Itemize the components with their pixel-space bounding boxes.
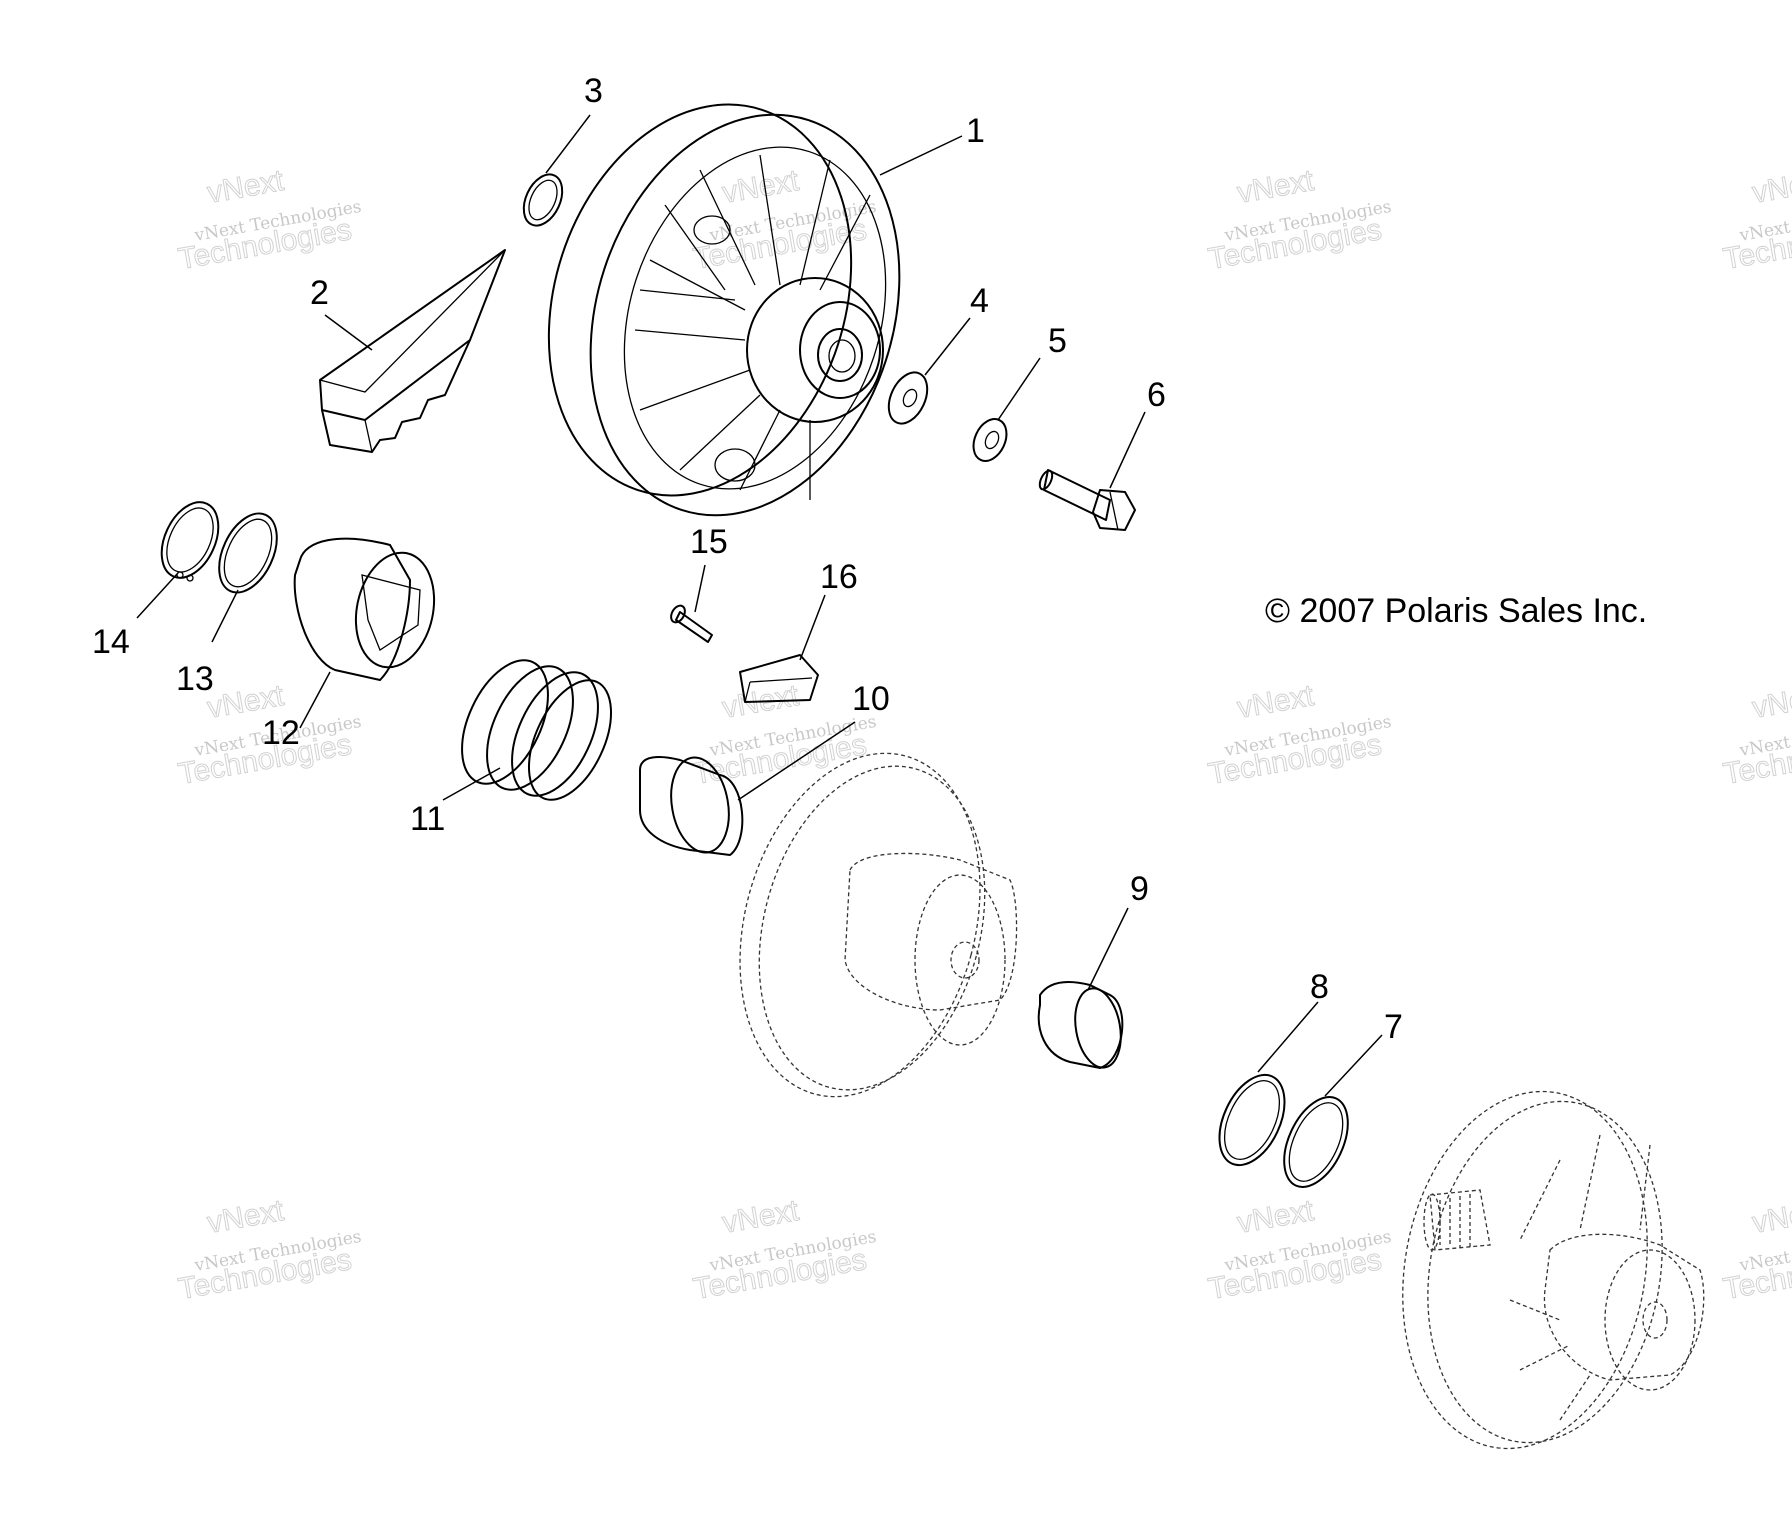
callout-11: 11 (410, 800, 445, 838)
svg-text:vNext: vNext (1750, 1194, 1792, 1240)
callout-8: 8 (1310, 968, 1329, 1006)
callout-10: 10 (852, 680, 890, 718)
part-12-helix (293, 537, 436, 681)
svg-text:vNext: vNext (1235, 679, 1317, 725)
callout-3: 3 (584, 72, 603, 110)
watermark: vNext vNext Technologies Technologies (175, 164, 363, 277)
part-3-ring (522, 173, 564, 227)
part-6-bolt (1038, 469, 1136, 531)
svg-text:vNext: vNext (1750, 679, 1792, 725)
svg-text:vNext: vNext (205, 164, 287, 210)
watermark: vNext vNext Technologies Technologies (690, 164, 878, 277)
part-16-button (739, 654, 819, 703)
callout-12: 12 (262, 714, 300, 752)
part-15-pin (670, 604, 713, 643)
callout-7: 7 (1384, 1008, 1403, 1046)
callout-13: 13 (176, 660, 214, 698)
part-11-spring (461, 659, 613, 801)
part-13-ring (218, 512, 278, 594)
callout-labels: 1 2 3 4 5 6 7 8 9 10 11 12 13 14 15 16 (92, 72, 1403, 1046)
callout-9: 9 (1130, 870, 1149, 908)
leader-lines (136, 114, 1383, 1097)
svg-text:vNext: vNext (1235, 1194, 1317, 1240)
svg-text:vNext: vNext (1235, 164, 1317, 210)
part-4-washer (887, 371, 929, 425)
part-2-belt (319, 249, 506, 453)
part-10-bushing (639, 756, 744, 856)
callout-5: 5 (1048, 322, 1067, 360)
watermark: vNext vNext Technologies Technologies (1205, 679, 1393, 792)
part-8-ring (1218, 1073, 1286, 1167)
callout-1: 1 (966, 112, 985, 150)
part-14-snap-ring (160, 501, 220, 582)
part-9-bushing (1037, 981, 1124, 1069)
inner-sheave-reference (739, 752, 1018, 1098)
svg-text:vNext: vNext (720, 164, 802, 210)
watermark: vNext vNext Technologies Technologies (1205, 164, 1393, 277)
watermark: vNext vNext Technologies Technologies (1205, 1194, 1393, 1307)
svg-text:vNext: vNext (205, 1194, 287, 1240)
fixed-sheave-reference (1402, 1090, 1705, 1450)
watermark-grid: vNext vNext Technologies Technologies vN… (175, 164, 1792, 1307)
callout-4: 4 (970, 282, 989, 320)
copyright-notice: © 2007 Polaris Sales Inc. (1265, 592, 1647, 630)
callout-16: 16 (820, 558, 858, 596)
callout-2: 2 (310, 274, 329, 312)
callout-15: 15 (690, 523, 728, 561)
svg-text:vNext: vNext (720, 1194, 802, 1240)
part-7-ring (1283, 1096, 1349, 1188)
watermark: vNext vNext Technologies Technologies (690, 1194, 878, 1307)
watermark: vNext vNext Technologies Technologies (1720, 1194, 1792, 1307)
callout-14: 14 (92, 623, 130, 661)
watermark: vNext vNext Technologies Technologies (1720, 679, 1792, 792)
sheave-spokes (634, 154, 871, 500)
watermark: vNext vNext Technologies Technologies (175, 1194, 363, 1307)
part-1-driven-sheave (547, 103, 901, 517)
part-5-lock-washer (972, 418, 1008, 462)
callout-6: 6 (1147, 376, 1166, 414)
watermark: vNext vNext Technologies Technologies (175, 679, 363, 792)
svg-text:vNext: vNext (1750, 164, 1792, 210)
watermark: vNext vNext Technologies Technologies (1720, 164, 1792, 277)
